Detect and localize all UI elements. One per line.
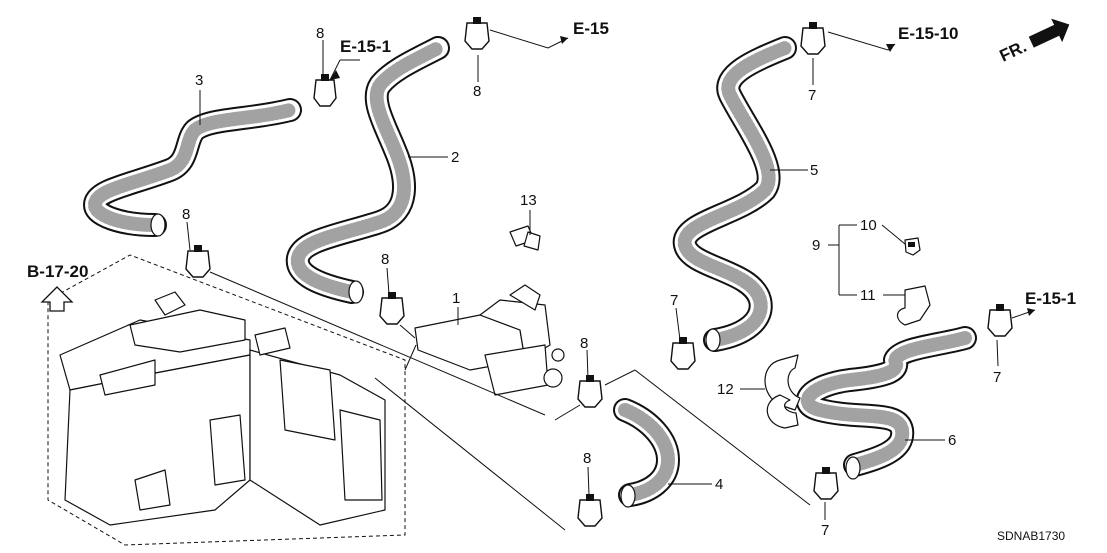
- heater-unit: [47, 254, 406, 546]
- hose-clamp-7-right: [987, 304, 1013, 337]
- part-number-labels: 3 2 13 1 4 5 6 8 8 7 8 8 7 8 8 7 7 9 10 …: [182, 25, 1001, 539]
- clip-12: [764, 354, 801, 429]
- label-part-4: 4: [715, 476, 723, 493]
- label-part-8-top: 8: [473, 83, 481, 100]
- ref-e15-top: E-15: [573, 19, 609, 38]
- bolt-13: [509, 225, 541, 251]
- hose-clamp-7-top-right: [800, 22, 826, 55]
- ref-e15-10: E-15-10: [898, 24, 958, 43]
- hose-clamp-8-center: [379, 292, 405, 325]
- label-part-7-top-right: 7: [808, 87, 816, 104]
- label-part-3: 3: [195, 72, 203, 89]
- valve-bracket: [414, 284, 565, 396]
- label-part-13: 13: [520, 192, 537, 209]
- label-part-8-bottom: 8: [583, 450, 591, 467]
- front-direction-indicator: FR.: [997, 18, 1070, 66]
- hose-2: [285, 36, 450, 304]
- label-part-5: 5: [810, 162, 818, 179]
- label-part-8-mid-low: 8: [580, 335, 588, 352]
- diagram-code: SDNAB1730: [997, 529, 1065, 543]
- ref-e15-1-right: E-15-1: [1025, 289, 1076, 308]
- clamp-10: [904, 237, 921, 256]
- hose-clamp-8-mid-low: [577, 375, 603, 408]
- label-part-2: 2: [451, 149, 459, 166]
- hose-clamp-8-top-left: [313, 74, 337, 107]
- label-part-8-center: 8: [381, 251, 389, 268]
- hose-6: [795, 326, 977, 480]
- hose-3: [83, 98, 302, 237]
- front-arrow-icon: [1028, 18, 1070, 48]
- hose-clamp-7-mid: [670, 337, 696, 370]
- label-part-10: 10: [860, 217, 877, 234]
- label-part-8-left: 8: [182, 206, 190, 223]
- b17-20-arrow: [40, 286, 74, 312]
- label-part-8-top-left: 8: [316, 25, 324, 42]
- hose-4: [613, 398, 680, 508]
- label-part-11: 11: [860, 287, 876, 304]
- label-part-7-mid: 7: [670, 292, 678, 309]
- hose-clamp-8-top: [464, 17, 490, 50]
- label-part-12: 12: [717, 381, 734, 398]
- reference-codes: E-15-1 E-15 E-15-10 E-15-1 B-17-20: [27, 19, 1076, 308]
- ref-b17-20: B-17-20: [27, 262, 88, 281]
- hose-clamp-7-bottom: [813, 467, 839, 500]
- clamp-11: [896, 285, 931, 326]
- leader-lines: [186, 29, 1036, 531]
- front-label: FR.: [997, 37, 1030, 66]
- label-part-7-right: 7: [993, 369, 1001, 386]
- ref-e15-1-top: E-15-1: [340, 37, 391, 56]
- hose-5: [672, 36, 797, 352]
- label-part-7-bottom: 7: [821, 522, 829, 539]
- label-part-1: 1: [452, 290, 460, 307]
- hose-clamp-8-bottom: [577, 494, 603, 527]
- label-part-6: 6: [948, 432, 956, 449]
- label-part-9: 9: [812, 237, 820, 254]
- hose-clamp-8-left: [185, 245, 211, 278]
